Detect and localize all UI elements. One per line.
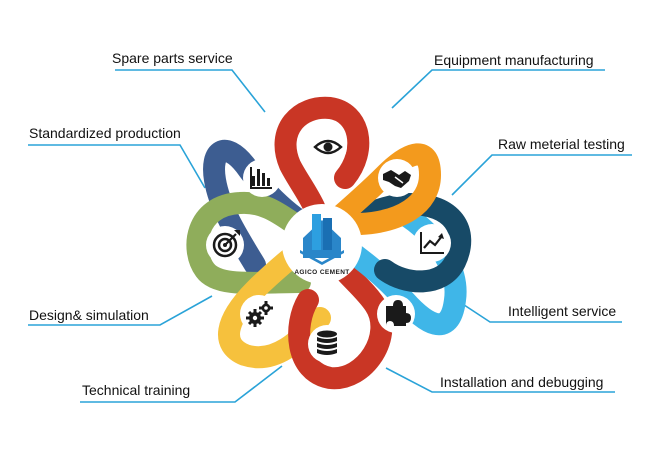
- connector-equipment: [391, 69, 605, 109]
- connector-spare-parts: [115, 69, 266, 113]
- label-installation: Installation and debugging: [440, 374, 604, 390]
- handshake-icon: [378, 159, 416, 197]
- label-training: Technical training: [82, 382, 191, 398]
- target-icon: [206, 226, 244, 264]
- label-spare-parts: Spare parts service: [112, 50, 233, 66]
- gears-icon: [240, 295, 278, 333]
- label-standardized: Standardized production: [29, 125, 181, 141]
- connector-installation: [385, 367, 615, 393]
- agico-logo: AGICO CEMENT: [294, 214, 349, 276]
- connector-lines: [28, 69, 632, 403]
- label-design: Design& simulation: [29, 307, 149, 323]
- bar-chart-icon: [243, 159, 281, 197]
- loop-red-top: [274, 96, 370, 243]
- label-equipment: Equipment manufacturing: [434, 52, 594, 68]
- eye-icon: [309, 128, 347, 166]
- connector-training: [80, 365, 283, 403]
- puzzle-icon: [377, 295, 415, 333]
- label-intelligent: Intelligent service: [508, 303, 617, 319]
- connector-standardized: [28, 144, 206, 189]
- line-chart-icon: [413, 224, 451, 262]
- label-raw-material: Raw meterial testing: [498, 136, 625, 152]
- database-icon: [308, 325, 346, 363]
- connector-raw-material: [451, 154, 632, 196]
- loop-orange: [311, 143, 441, 243]
- loop-green: [186, 191, 333, 294]
- logo-text: AGICO CEMENT: [294, 269, 349, 276]
- connector-design: [28, 295, 213, 326]
